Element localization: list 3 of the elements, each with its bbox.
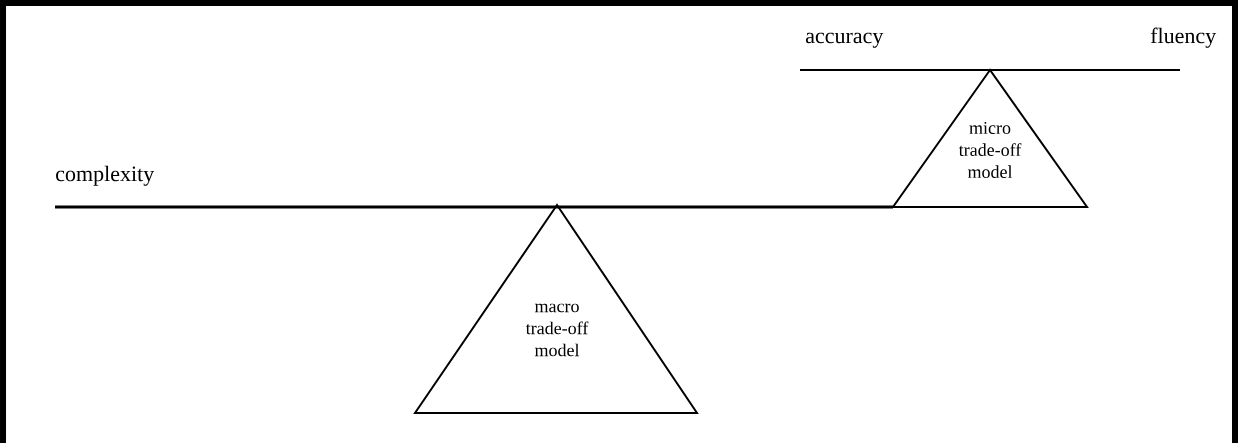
beam-label: fluency [1150,27,1217,48]
beam-label: accuracy [806,32,884,48]
beam-label: complexity [56,165,155,186]
